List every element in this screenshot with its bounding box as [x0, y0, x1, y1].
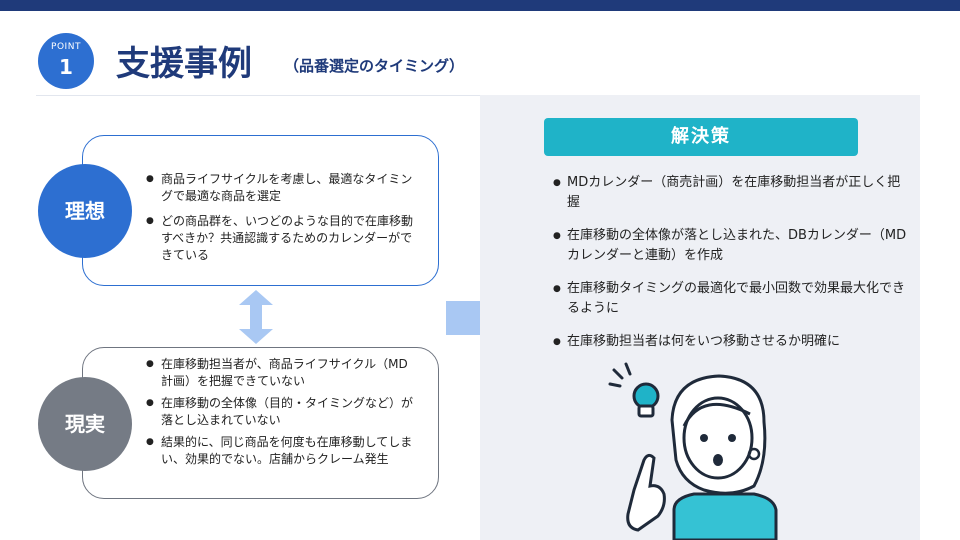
- reality-bullet: 在庫移動担当者が、商品ライフサイクル（MD計画）を把握できていない: [146, 356, 418, 390]
- title-divider: [36, 95, 920, 96]
- solution-bullet: MDカレンダー（商売計画）を在庫移動担当者が正しく把握: [553, 173, 913, 213]
- solution-bullet: 在庫移動タイミングの最適化で最小回数で効果最大化できるように: [553, 279, 913, 319]
- point-number: 1: [59, 55, 73, 79]
- top-bar: [0, 0, 960, 11]
- point-label: POINT: [51, 42, 81, 52]
- page-title: 支援事例: [116, 44, 252, 84]
- ideal-bullet-list: 商品ライフサイクルを考慮し、最適なタイミングで最適な商品を選定 どの商品群を、い…: [146, 171, 418, 272]
- ideal-bullet: どの商品群を、いつどのような目的で在庫移動すべきか？共通認識するためのカレンダー…: [146, 213, 418, 264]
- solution-bullet-list: MDカレンダー（商売計画）を在庫移動担当者が正しく把握 在庫移動の全体像が落とし…: [553, 173, 913, 365]
- page-subtitle: （品番選定のタイミング）: [284, 57, 465, 75]
- idea-spark-lines: [608, 362, 632, 388]
- up-down-arrow-icon: [239, 290, 273, 344]
- solution-header: 解決策: [544, 118, 858, 156]
- solution-bullet: 在庫移動担当者は何をいつ移動させるか明確に: [553, 332, 913, 352]
- ideal-circle-label: 理想: [38, 164, 132, 258]
- ideal-bullet: 商品ライフサイクルを考慮し、最適なタイミングで最適な商品を選定: [146, 171, 418, 205]
- reality-circle-label: 現実: [38, 377, 132, 471]
- lightbulb-icon: [632, 382, 660, 418]
- reality-bullet-list: 在庫移動担当者が、商品ライフサイクル（MD計画）を把握できていない 在庫移動の全…: [146, 356, 418, 473]
- solution-bullet: 在庫移動の全体像が落とし込まれた、DBカレンダー（MDカレンダーと連動）を作成: [553, 226, 913, 266]
- reality-bullet: 在庫移動の全体像（目的・タイミングなど）が落とし込まれていない: [146, 395, 418, 429]
- reality-bullet: 結果的に、同じ商品を何度も在庫移動してしまい、効果的でない。店舗からクレーム発生: [146, 434, 418, 468]
- person-idea-illustration: [608, 362, 778, 540]
- point-badge: POINT 1: [38, 33, 94, 89]
